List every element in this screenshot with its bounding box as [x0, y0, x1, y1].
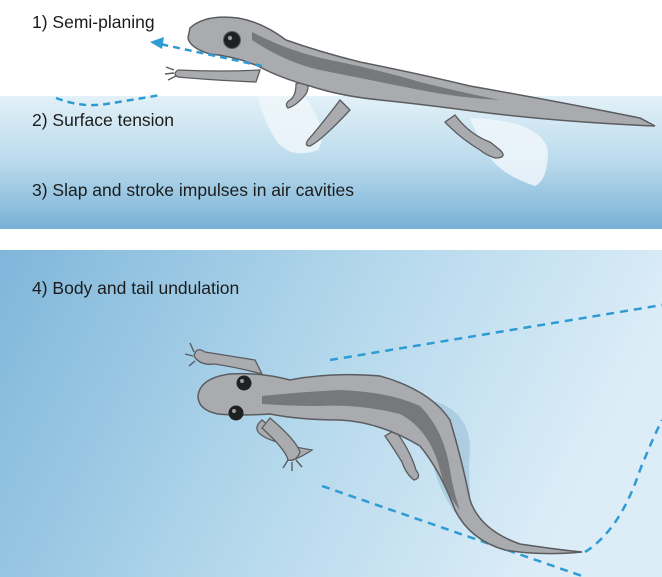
label-semi-planing: 1) Semi-planing — [32, 12, 155, 33]
eye-upper — [237, 376, 252, 391]
eye — [224, 32, 241, 49]
eye-upper-highlight — [240, 379, 244, 383]
front-toes — [165, 67, 176, 80]
eye-lower-highlight — [232, 409, 236, 413]
label-undulation: 4) Body and tail undulation — [32, 278, 239, 299]
label-slap-stroke: 3) Slap and stroke impulses in air cavit… — [32, 180, 354, 201]
eye-highlight — [228, 36, 232, 40]
label-surface-tension: 2) Surface tension — [32, 110, 174, 131]
front-leg-forward — [175, 70, 260, 82]
eye-lower — [229, 406, 244, 421]
